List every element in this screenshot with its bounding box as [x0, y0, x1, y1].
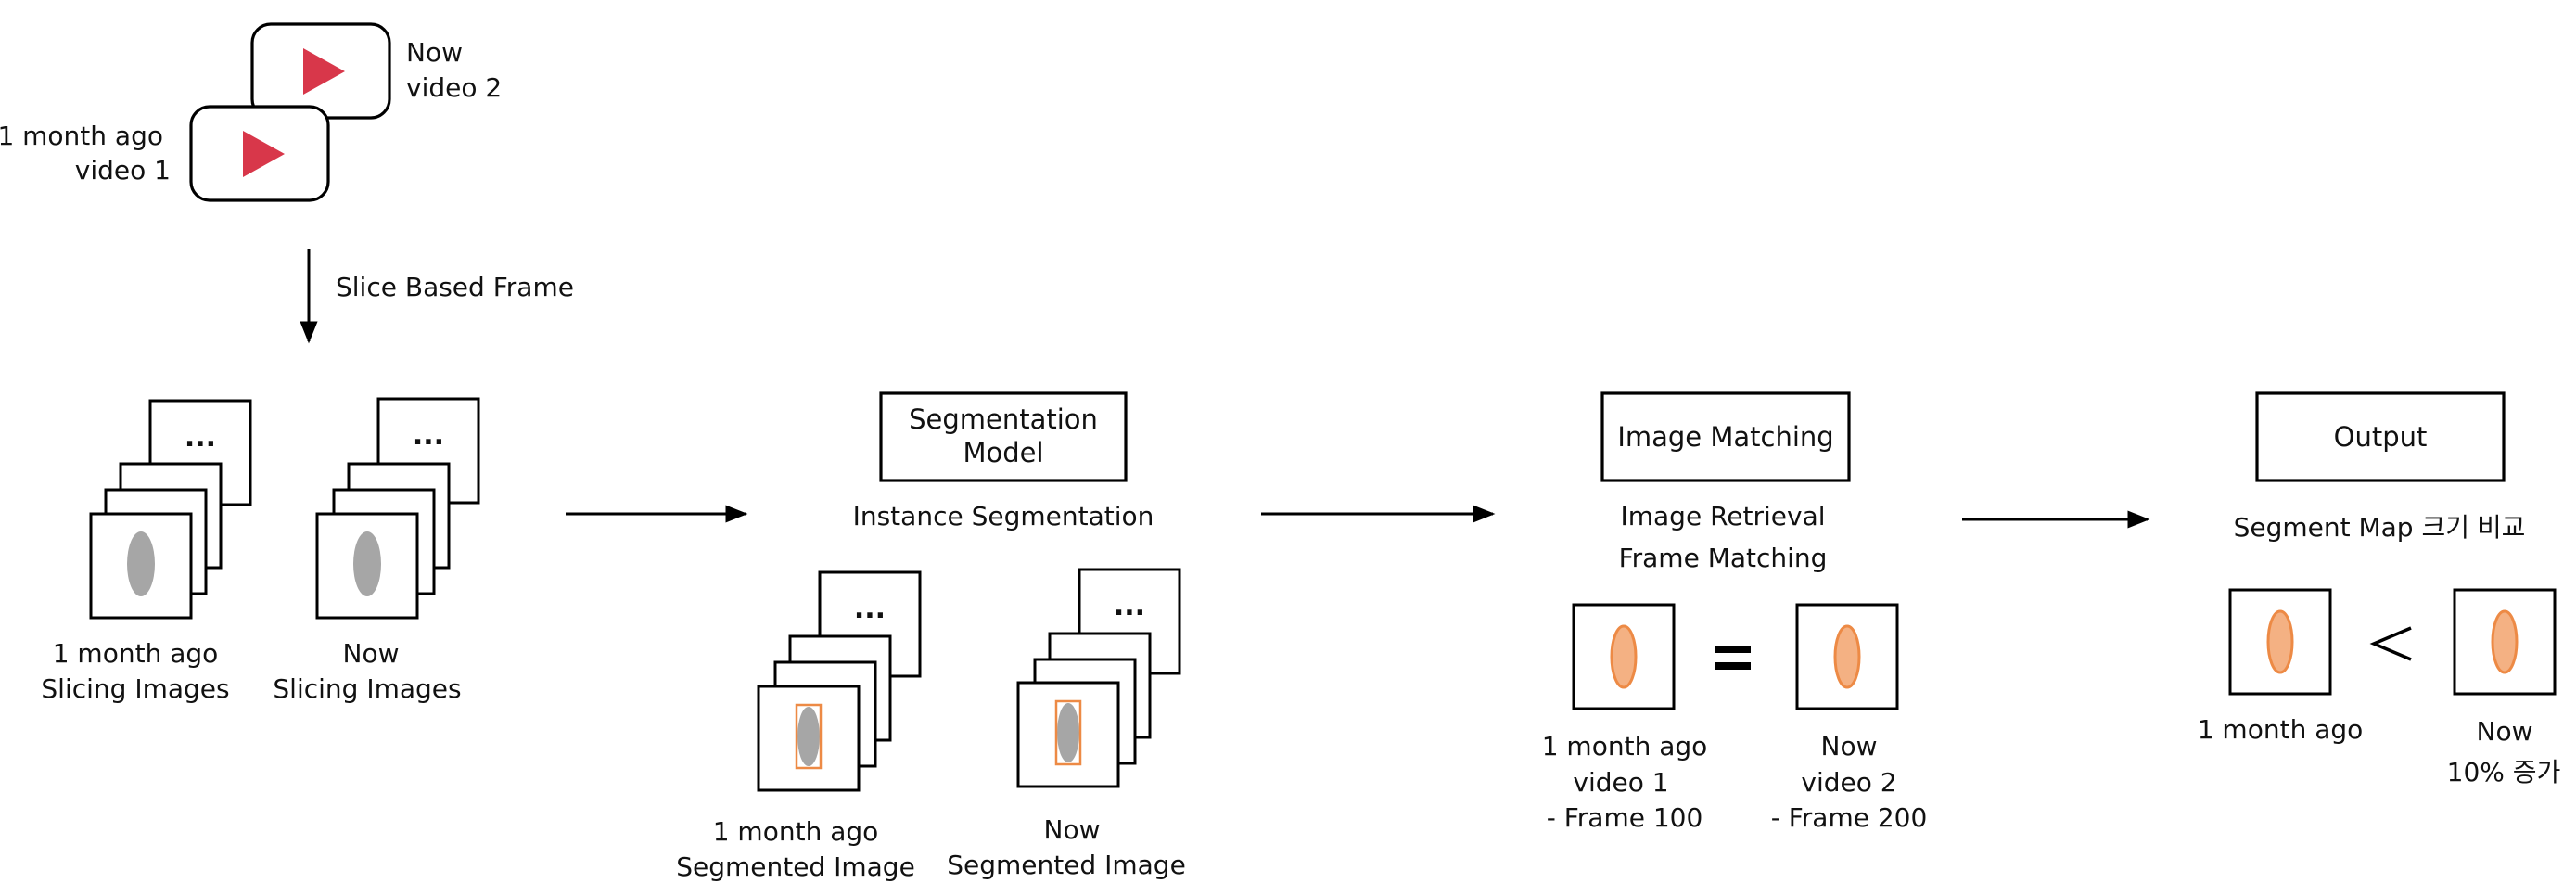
output-right-line1: Now: [2477, 716, 2533, 747]
orange-segment-map: [2266, 609, 2294, 674]
slicing-stack-1-month-ago: ...: [89, 399, 252, 620]
segmentation-model-box: [879, 391, 1128, 482]
slicing-right-line2: Slicing Images: [273, 673, 461, 704]
segmentation-box-line1: Segmentation: [909, 403, 1098, 435]
matched-frame-now: [1795, 603, 1899, 710]
matching-right-line3: - Frame 200: [1771, 802, 1928, 833]
segmented-stack-now: ...: [1016, 568, 1181, 788]
video-2-label-line1: Now: [406, 37, 463, 68]
bounding-box: [795, 703, 823, 770]
orange-segment-map: [1833, 624, 1861, 689]
instance-segmentation-caption: Instance Segmentation: [853, 501, 1154, 531]
segmented-right-line1: Now: [1044, 814, 1101, 845]
more-frames-dots: ...: [413, 419, 444, 452]
matching-right-line1: Now: [1821, 731, 1878, 762]
video-1-label-line2: video 1: [75, 155, 171, 186]
output-left-line1: 1 month ago: [2198, 714, 2364, 745]
slice-based-frame-label: Slice Based Frame: [336, 272, 574, 302]
gray-lesion-blob: [797, 707, 820, 766]
matching-left-line2: video 1: [1573, 767, 1668, 798]
video-1-label-line1: 1 month ago: [0, 121, 163, 151]
image-matching-box-label: Image Matching: [1617, 421, 1833, 453]
output-box-label: Output: [2334, 421, 2428, 453]
more-frames-dots: ...: [1114, 590, 1145, 622]
slicing-left-line2: Slicing Images: [41, 673, 229, 704]
matched-frame-1-month-ago: [1572, 603, 1676, 710]
gray-lesion-blob: [127, 531, 155, 596]
output-frame-1-month-ago: [2228, 588, 2332, 696]
video-2-label-line2: video 2: [406, 72, 502, 103]
output-caption: Segment Map 크기 비교: [2234, 512, 2526, 543]
segmented-left-line2: Segmented Image: [676, 851, 915, 882]
play-icon: [243, 131, 285, 177]
equals-icon: [1715, 646, 1751, 670]
output-right-line2: 10% 증가: [2447, 757, 2561, 787]
less-than-icon: [2369, 626, 2412, 661]
orange-segment-map: [1610, 624, 1638, 689]
slicing-left-line1: 1 month ago: [53, 638, 219, 669]
video-2-thumbnail: [250, 22, 391, 120]
bounding-box: [1054, 699, 1082, 766]
image-matching-box: [1600, 391, 1851, 482]
matching-left-line3: - Frame 100: [1547, 802, 1703, 833]
image-retrieval-caption: Image Retrieval: [1620, 501, 1825, 531]
matching-right-line2: video 2: [1801, 767, 1896, 798]
more-frames-dots: ...: [185, 421, 216, 454]
slicing-stack-now: ...: [315, 397, 480, 620]
segmented-right-line2: Segmented Image: [947, 850, 1186, 880]
video-1-thumbnail: [189, 105, 330, 202]
matching-left-line1: 1 month ago: [1542, 731, 1708, 762]
output-frame-now: [2453, 588, 2557, 696]
slicing-right-line1: Now: [343, 638, 400, 669]
play-icon: [303, 48, 345, 95]
segmentation-box-line2: Model: [963, 437, 1043, 468]
orange-segment-map: [2491, 609, 2519, 674]
output-box: [2255, 391, 2506, 482]
gray-lesion-blob: [1057, 703, 1079, 762]
segmented-left-line1: 1 month ago: [713, 816, 879, 847]
frame-matching-caption: Frame Matching: [1619, 543, 1828, 573]
more-frames-dots: ...: [854, 593, 886, 625]
segmented-stack-1-month-ago: ...: [757, 570, 922, 792]
gray-lesion-blob: [353, 531, 381, 596]
